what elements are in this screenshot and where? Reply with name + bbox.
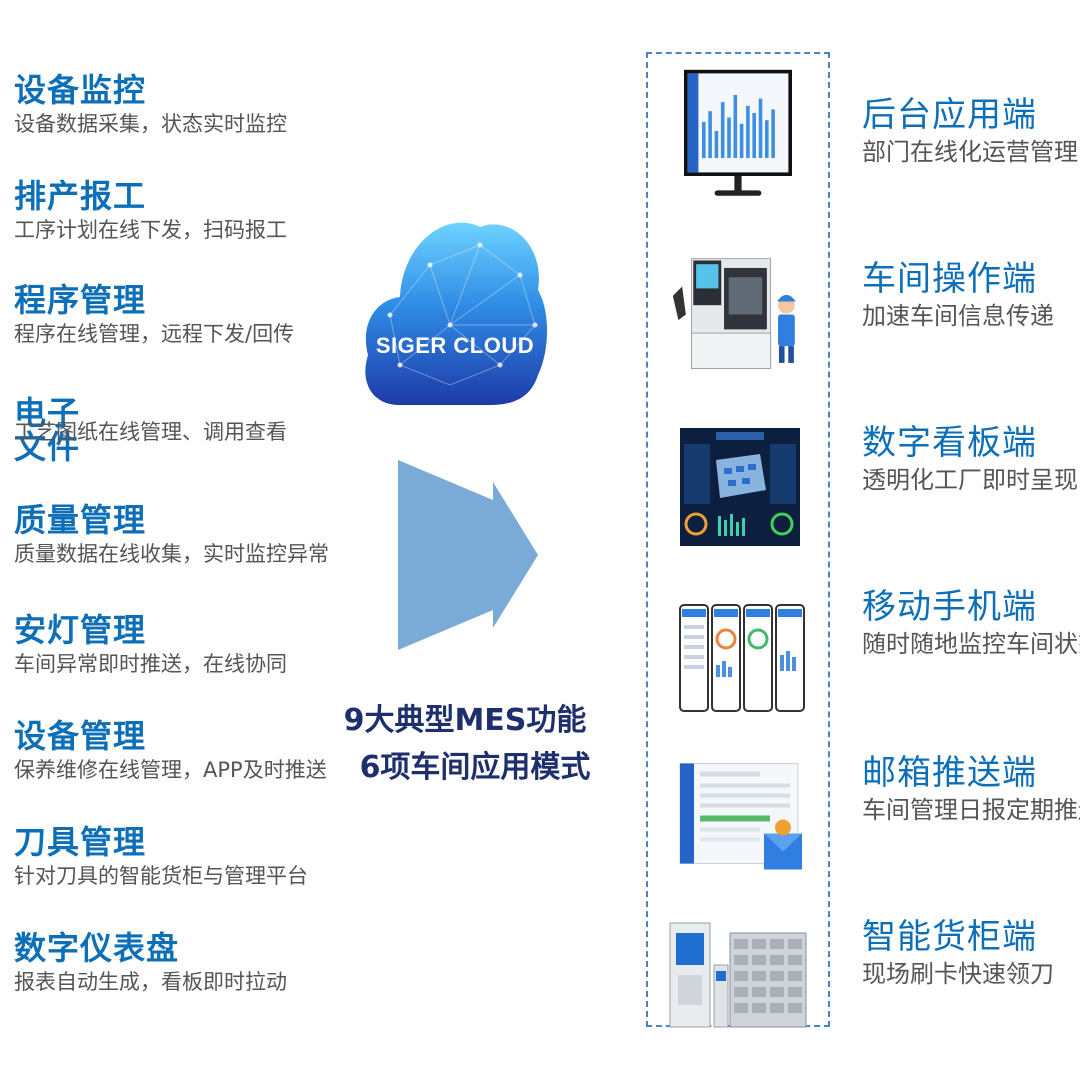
feature-program-management: 程序管理 程序在线管理，远程下发/回传 xyxy=(14,280,294,348)
mode-title: 后台应用端 xyxy=(862,95,1037,135)
feature-title: 电子文件 xyxy=(14,394,81,466)
feature-desc: 车间异常即时推送，在线协同 xyxy=(14,652,287,676)
feature-desc: 针对刀具的智能货柜与管理平台 xyxy=(14,864,308,888)
caption-line-2: 6项车间应用模式 xyxy=(359,750,591,785)
feature-desc: 保养维修在线管理，APP及时推送 xyxy=(14,758,327,782)
feature-desc: 工序计划在线下发，扫码报工 xyxy=(14,218,287,242)
email-push-image xyxy=(679,763,802,870)
mode-desc: 透明化工厂即时呈现 xyxy=(862,466,1078,494)
smart-cabinet-image xyxy=(669,922,807,1028)
digital-kanban-image xyxy=(680,428,800,546)
feature-tool-management: 刀具管理 针对刀具的智能货柜与管理平台 xyxy=(14,822,308,890)
mode-title: 智能货柜端 xyxy=(862,917,1037,957)
mode-desc: 车间管理日报定期推送 xyxy=(862,796,1080,824)
cloud-icon xyxy=(365,222,548,405)
arrow-right-icon xyxy=(398,460,538,650)
feature-title: 设备监控 xyxy=(14,71,147,109)
mode-email-push: 邮箱推送端 车间管理日报定期推送 xyxy=(862,752,1080,826)
feature-desc: 质量数据在线收集，实时监控异常 xyxy=(14,542,329,566)
mobile-phones-image xyxy=(679,604,805,712)
monitor-dashboard-image xyxy=(684,69,792,196)
feature-scheduling-reporting: 排产报工 工序计划在线下发，扫码报工 xyxy=(14,176,287,244)
mode-desc: 加速车间信息传递 xyxy=(862,302,1054,330)
feature-title: 安灯管理 xyxy=(14,611,147,649)
feature-desc: 报表自动生成，看板即时拉动 xyxy=(14,970,287,994)
feature-title: 质量管理 xyxy=(14,501,147,539)
feature-title: 排产报工 xyxy=(14,177,147,215)
mode-mobile: 移动手机端 随时随地监控车间状态 xyxy=(862,586,1080,660)
feature-title: 设备管理 xyxy=(14,717,147,755)
mode-title: 数字看板端 xyxy=(862,423,1037,463)
mode-workshop-operation: 车间操作端 加速车间信息传递 xyxy=(862,258,1054,332)
mode-title: 移动手机端 xyxy=(862,587,1037,627)
cloud-label: SIGER CLOUD xyxy=(375,333,535,358)
mode-desc: 随时随地监控车间状态 xyxy=(862,630,1080,658)
feature-equipment-monitoring: 设备监控 设备数据采集，状态实时监控 xyxy=(14,70,287,138)
feature-desc: 工艺图纸在线管理、调用查看 xyxy=(14,420,287,444)
cnc-machine-image xyxy=(672,258,796,369)
feature-title: 数字仪表盘 xyxy=(14,929,180,967)
mode-desc: 现场刷卡快速领刀 xyxy=(862,960,1054,988)
feature-digital-dashboard: 数字仪表盘 报表自动生成，看板即时拉动 xyxy=(14,928,287,996)
mode-digital-kanban: 数字看板端 透明化工厂即时呈现 xyxy=(862,422,1078,496)
feature-title: 程序管理 xyxy=(14,281,147,319)
mode-smart-cabinet: 智能货柜端 现场刷卡快速领刀 xyxy=(862,916,1054,990)
feature-title: 刀具管理 xyxy=(14,823,147,861)
feature-equipment-management: 设备管理 保养维修在线管理，APP及时推送 xyxy=(14,716,327,784)
mode-title: 车间操作端 xyxy=(862,259,1037,299)
mode-desc: 部门在线化运营管理 xyxy=(862,138,1078,166)
feature-desc: 程序在线管理，远程下发/回传 xyxy=(14,322,295,346)
caption-line-1: 9大典型MES功能 xyxy=(343,703,587,738)
mode-title: 邮箱推送端 xyxy=(862,753,1037,793)
mode-backend-app: 后台应用端 部门在线化运营管理 xyxy=(862,94,1078,168)
feature-electronic-files: 电子文件 工艺图纸在线管理、调用查看 xyxy=(14,394,287,466)
feature-quality-management: 质量管理 质量数据在线收集，实时监控异常 xyxy=(14,500,329,568)
feature-desc: 设备数据采集，状态实时监控 xyxy=(14,112,287,136)
feature-andon-management: 安灯管理 车间异常即时推送，在线协同 xyxy=(14,610,287,678)
